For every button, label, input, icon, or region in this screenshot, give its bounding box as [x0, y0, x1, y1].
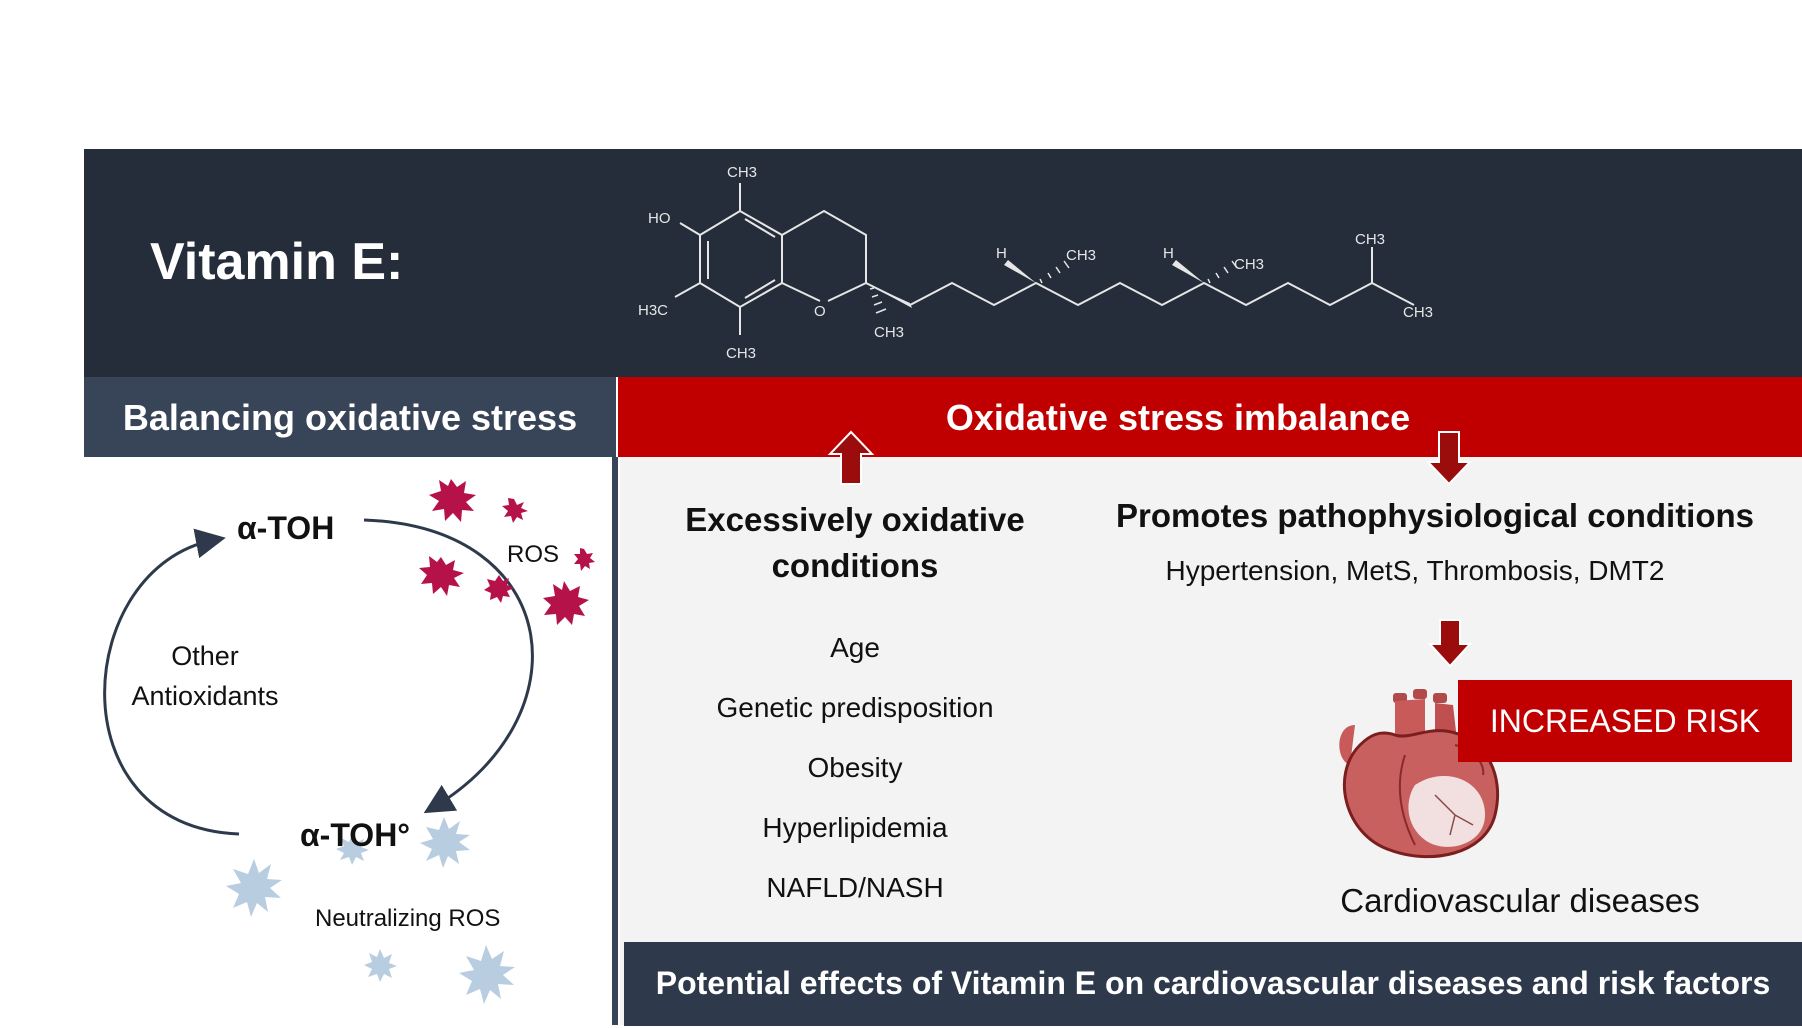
antioxidant-cycle [103, 479, 595, 1004]
condition-item: Genetic predisposition [716, 692, 994, 723]
increased-risk-box [1458, 680, 1792, 762]
condition-item: NAFLD/NASH [766, 872, 944, 903]
molecule-label: O [814, 303, 826, 320]
right-heading-band [618, 377, 1802, 457]
other-antioxidants-label: Other Antioxidants [110, 636, 300, 716]
excessively-oxidative-line2: conditions [771, 547, 939, 584]
arrow-down-icon [1425, 431, 1473, 486]
arrow-down-risk-icon [1428, 619, 1472, 668]
condition-item: Age [830, 632, 880, 663]
molecule-label: CH3 [727, 164, 757, 181]
molecule-label: H [1163, 245, 1174, 262]
other-antioxidants-line2: Antioxidants [131, 681, 279, 711]
alpha-toh-radical-label: α-TOH° [300, 817, 411, 853]
alpha-toh-label: α-TOH [237, 510, 335, 546]
panel-divider [612, 457, 618, 1025]
heart-icon [1339, 689, 1500, 858]
molecule-label: CH3 [726, 345, 756, 362]
promotes-heading: Promotes pathophysiological conditions [1115, 497, 1755, 534]
molecule-label: H [996, 245, 1007, 262]
footer-band [624, 942, 1802, 1026]
pathologies-text: Hypertension, MetS, Thrombosis, DMT2 [1165, 555, 1665, 586]
cvd-label: Cardiovascular diseases [1340, 882, 1700, 919]
condition-item: Obesity [807, 752, 903, 783]
molecule-label: CH3 [1066, 247, 1096, 264]
molecule-label: H3C [638, 302, 668, 319]
left-heading: Balancing oxidative stress [122, 397, 578, 438]
other-antioxidants-line1: Other [171, 641, 239, 671]
condition-item: Hyperlipidemia [762, 812, 948, 843]
molecule-label: CH3 [874, 324, 904, 341]
right-heading: Oxidative stress imbalance [945, 397, 1411, 438]
increased-risk-label: INCREASED RISK [1489, 703, 1761, 739]
ros-label: ROS [507, 541, 560, 568]
molecule-label: CH3 [1403, 304, 1433, 321]
molecule-label: CH3 [1234, 256, 1264, 273]
header-title: Vitamin E: [150, 233, 404, 291]
neutralizing-ros-label: Neutralizing ROS [315, 905, 501, 932]
conditions-list: Age Genetic predisposition Obesity Hyper… [660, 618, 1050, 918]
molecule-label: CH3 [1355, 231, 1385, 248]
arrow-up-icon [827, 430, 875, 485]
header-banner [84, 149, 1802, 377]
excessively-oxidative-line1: Excessively oxidative [685, 501, 1025, 538]
footer-caption: Potential effects of Vitamin E on cardio… [655, 965, 1771, 1001]
vitamin-e-molecule: CH3 HO H3C O CH3 CH3 H CH3 H CH3 CH3 CH3 [638, 164, 1433, 362]
excessively-oxidative-heading: Excessively oxidative conditions [660, 497, 1050, 589]
left-heading-band [84, 377, 616, 457]
molecule-label: HO [648, 210, 671, 227]
